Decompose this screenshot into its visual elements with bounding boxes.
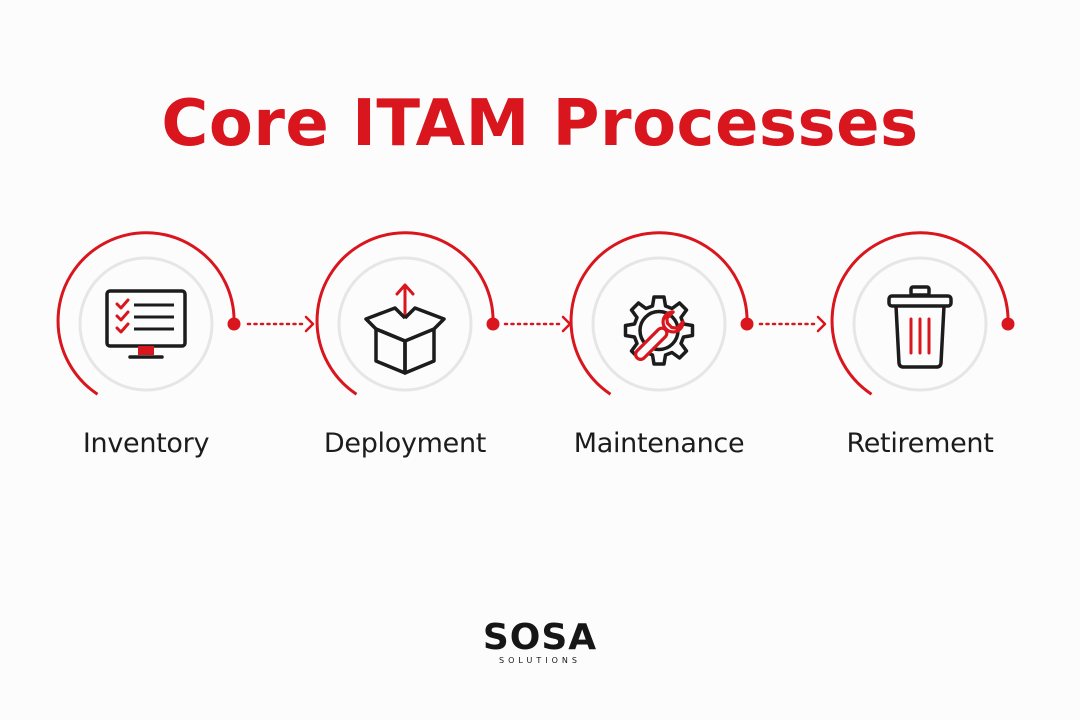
stage-maintenance: Maintenance: [559, 231, 759, 506]
stage-ring: [569, 231, 754, 396]
logo-brand: SOSA: [482, 617, 598, 658]
trash-bin-icon: [875, 285, 965, 381]
open-box-arrow-icon: [360, 283, 450, 381]
stage-label: Inventory: [82, 428, 210, 459]
arrow-connector: [752, 314, 832, 334]
stage-retirement: Retirement: [820, 231, 1020, 506]
sosa-logo: SOSA SOLUTIONS: [440, 618, 640, 678]
page-title: Core ITAM Processes: [161, 87, 919, 161]
stage-deployment: Deployment: [305, 231, 505, 506]
stage-ring: [830, 231, 1015, 396]
monitor-checklist-icon: [101, 289, 191, 381]
stage-ring: [315, 231, 500, 396]
arrow-connector: [240, 314, 320, 334]
stage-ring: [56, 231, 241, 396]
stage-inventory: Inventory: [46, 231, 246, 506]
stage-label: Deployment: [323, 428, 487, 459]
stage-label: Retirement: [846, 428, 994, 459]
logo-subtitle: SOLUTIONS: [499, 656, 581, 665]
gear-wrench-icon: [614, 291, 704, 381]
stage-label: Maintenance: [573, 428, 745, 459]
